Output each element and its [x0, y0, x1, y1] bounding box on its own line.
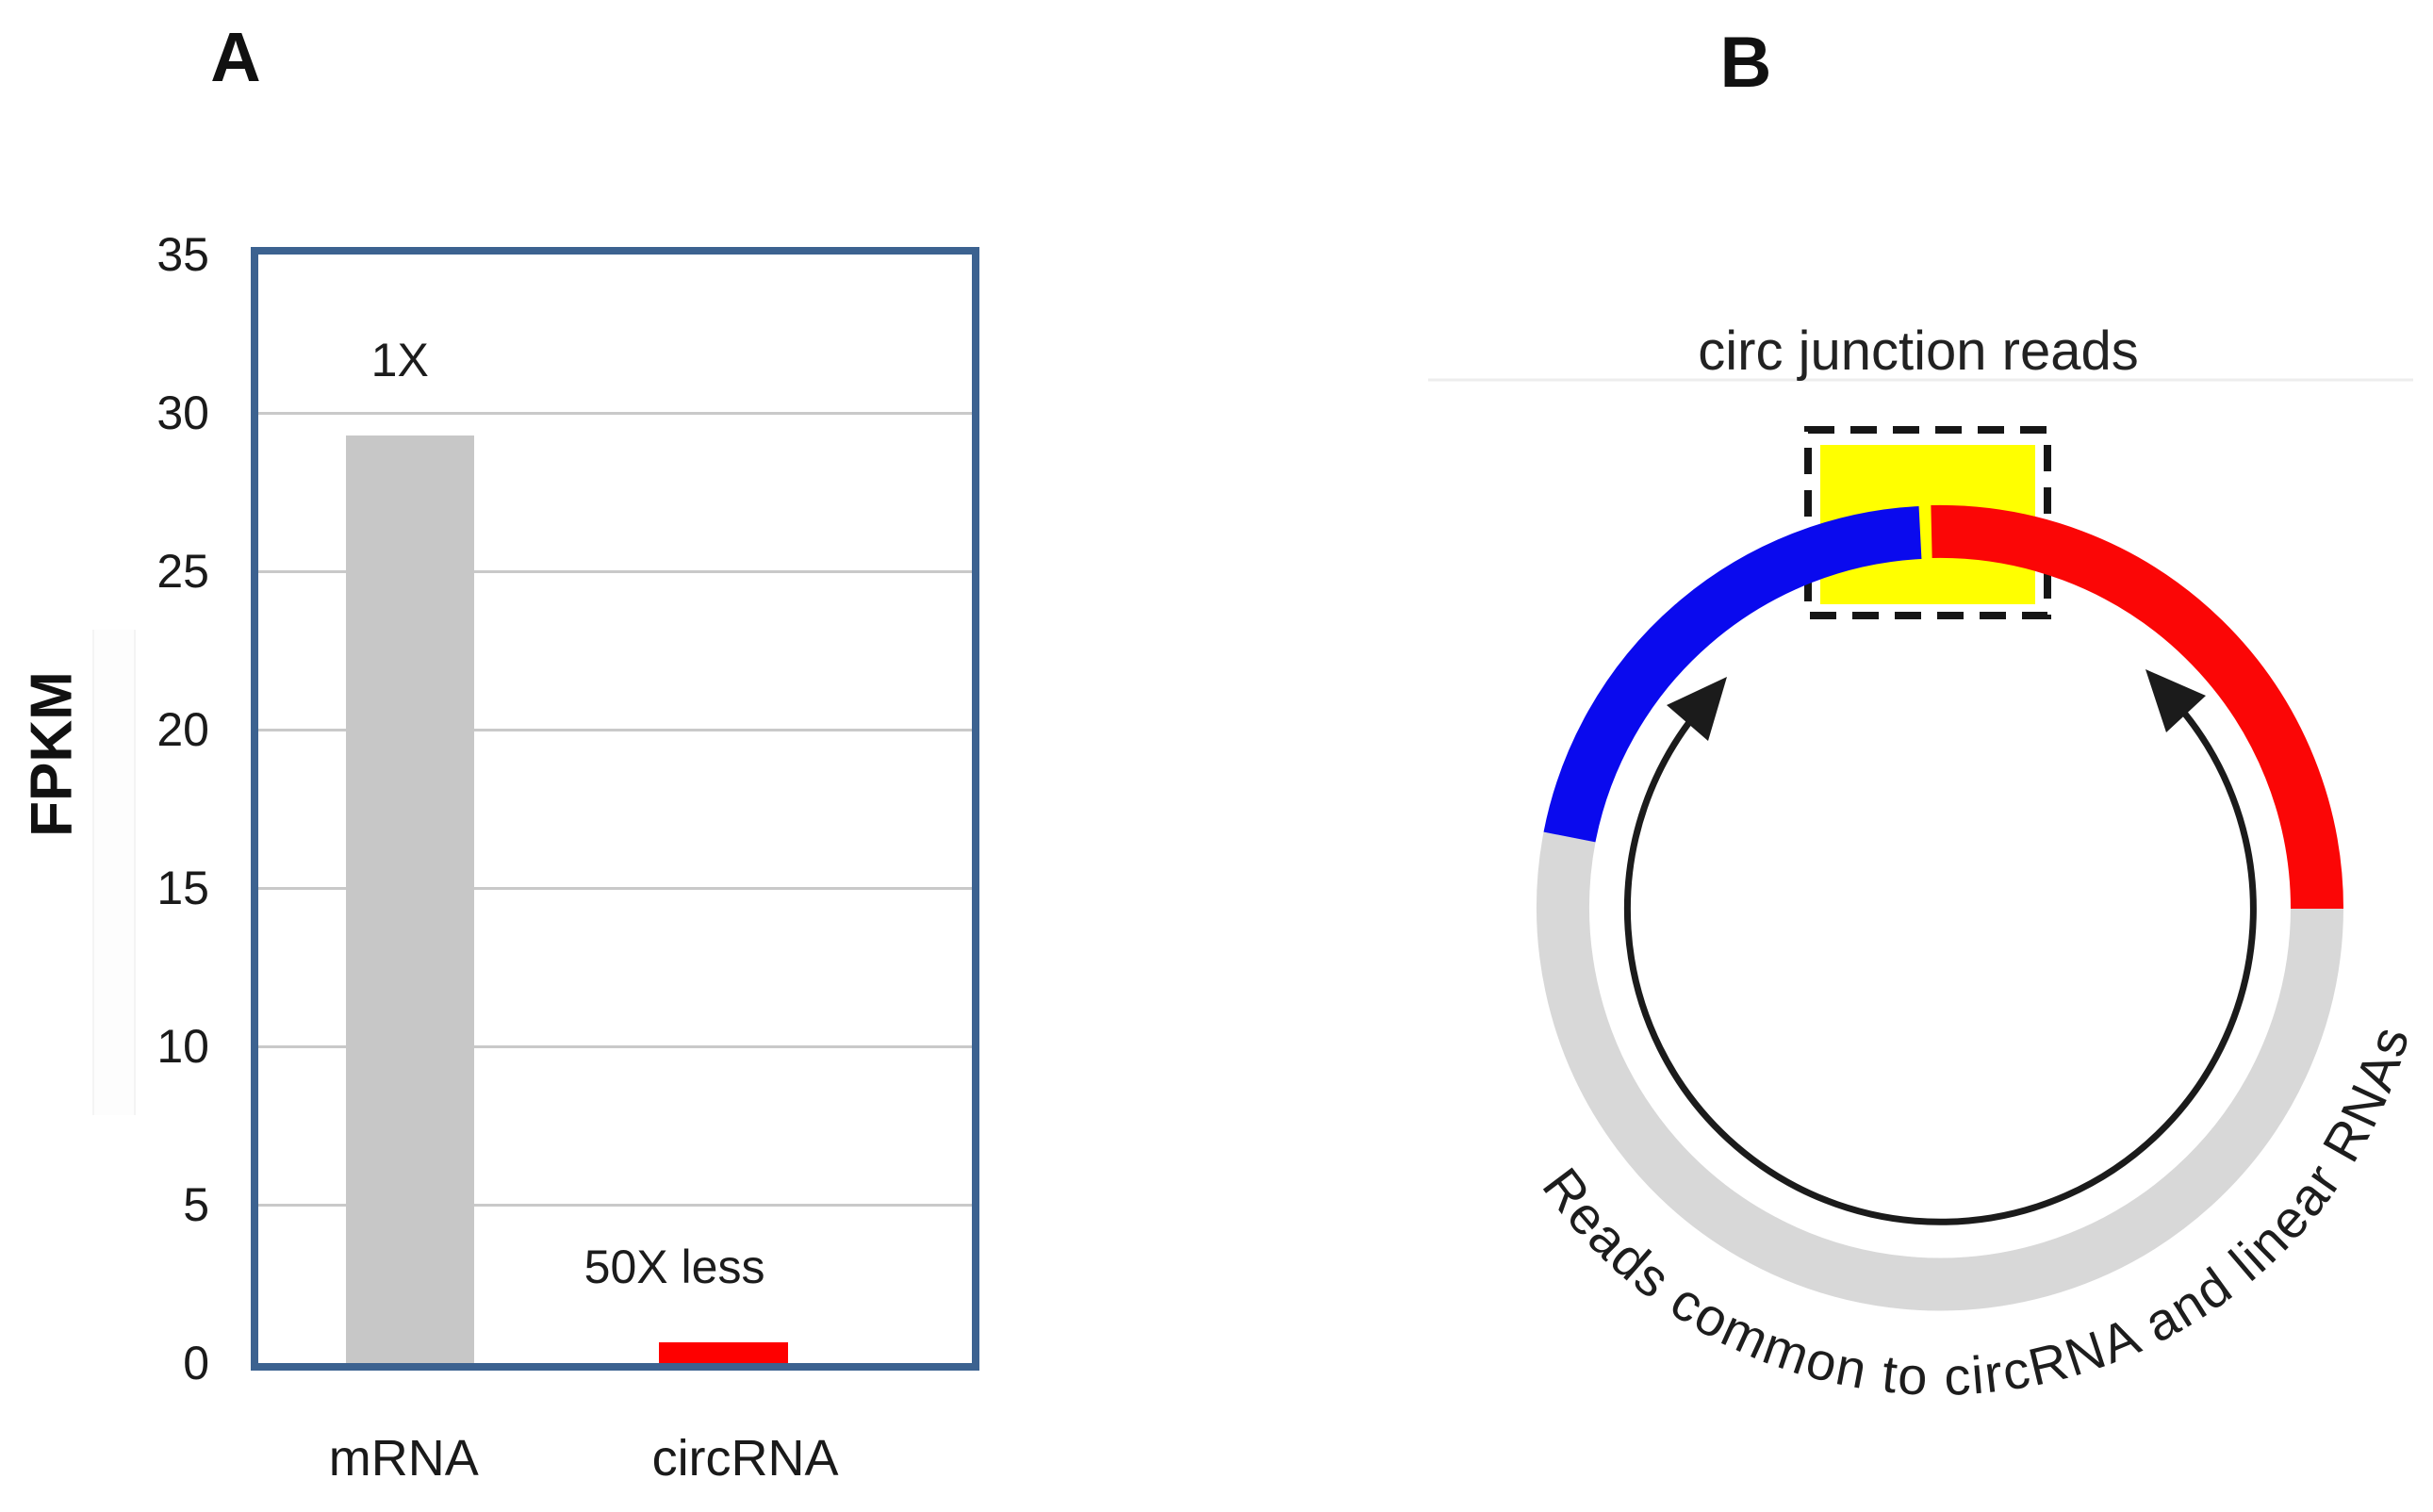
x-tick-label-circRNA: circRNA — [651, 1430, 839, 1487]
panel-a-label: A — [210, 18, 261, 96]
bar-mRNA — [346, 435, 475, 1363]
diagram-title: circ junction reads — [1698, 320, 2138, 382]
bar-circRNA — [659, 1342, 788, 1363]
y-tick-label: 30 — [156, 386, 209, 439]
gridline — [258, 886, 972, 890]
x-tick-label-mRNA: mRNA — [328, 1430, 479, 1487]
bar-annotation: 1X — [357, 333, 442, 386]
red-exon-arc — [1931, 504, 2343, 910]
y-tick-label: 20 — [156, 703, 209, 756]
arrowhead-left-icon — [1667, 677, 1727, 741]
blue-exon-arc — [1543, 506, 1922, 843]
bar-annotation: 50X less — [570, 1241, 779, 1294]
y-tick-label: 0 — [183, 1337, 209, 1389]
gridline — [258, 411, 972, 415]
artifact-strip — [92, 630, 136, 1115]
chart-plot-area: 1X 50X less — [251, 247, 979, 1371]
circular-arrow — [1623, 697, 2257, 1225]
arrowhead-right-icon — [2145, 669, 2206, 732]
panel-b-label: B — [1720, 23, 1772, 103]
y-tick-label: 15 — [156, 862, 209, 914]
gridline — [258, 728, 972, 731]
gridline — [258, 1203, 972, 1207]
gridline — [258, 1044, 972, 1048]
y-tick-label: 35 — [156, 228, 209, 281]
y-tick-label: 25 — [156, 545, 209, 598]
common-reads-arc — [1537, 831, 2343, 1311]
y-tick-label: 10 — [156, 1020, 209, 1073]
y-tick-label: 5 — [183, 1178, 209, 1231]
gridline — [258, 569, 972, 573]
